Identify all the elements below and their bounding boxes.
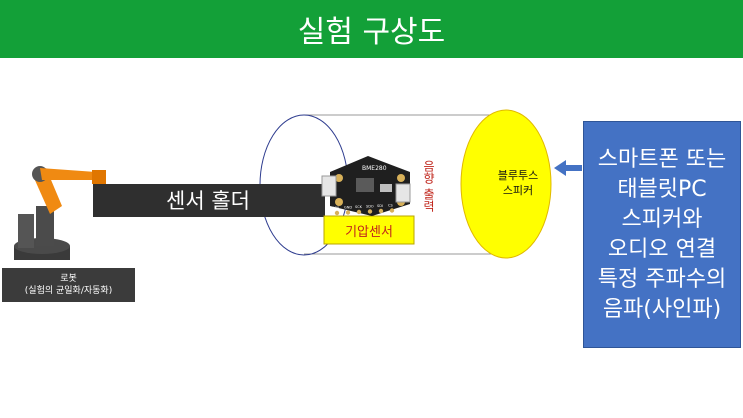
info-line: 특정 주파수의 [597,266,727,292]
sensor-pin-label: CS [388,204,393,208]
sensor-pin [378,208,384,214]
info-line: 태블릿PC [617,176,707,202]
speaker-label-line2: 스피커 [502,184,534,197]
robot-caption: 로봇 (실험의 균일화/자동화) [2,268,135,302]
sensor-pin-label: VIN [333,206,339,210]
sensor-model-label: BME280 [362,165,387,172]
sensor-holder-label: 센서 홀더 [166,189,250,213]
arrow-left-icon [554,160,582,176]
sensor-pin [345,210,351,215]
vertical-label: 음향 출력 [421,160,436,212]
info-line: 음파(사인파) [602,296,722,322]
sensor-pin [389,208,395,213]
pressure-sensor-box [323,215,415,245]
sensor-pin [367,209,373,214]
pressure-sensor-label: 기압센서 [345,224,393,240]
sensor-pin-label: SDI [377,204,383,208]
speaker-label: 블루투스 스피커 [476,168,560,198]
info-line: 스마트폰 또는 [597,146,727,172]
robot-arm [14,166,106,260]
sensor-pin-label: SDO [366,205,374,209]
sensor-pin [334,210,340,216]
robot-caption-line2: (실험의 균일화/자동화) [24,286,113,296]
speaker-label-line1: 블루투스 [497,169,539,182]
info-box: 스마트폰 또는 태블릿PC 스피커와 오디오 연결 특정 주파수의 음파(사인파… [583,121,741,348]
page-title: 실험 구상도 [297,15,446,50]
sensor-pin [356,209,362,215]
info-line: 스피커와 [621,206,703,232]
speaker-disc [460,109,552,259]
sensor-pin-label: GND [344,206,352,210]
info-line: 오디오 연결 [607,236,717,262]
robot-caption-line1: 로봇 [60,274,77,284]
sensor-pin-label: SCK [355,205,363,209]
sensor-holder-bar [93,184,325,217]
title-bar: 실험 구상도 [0,0,743,58]
